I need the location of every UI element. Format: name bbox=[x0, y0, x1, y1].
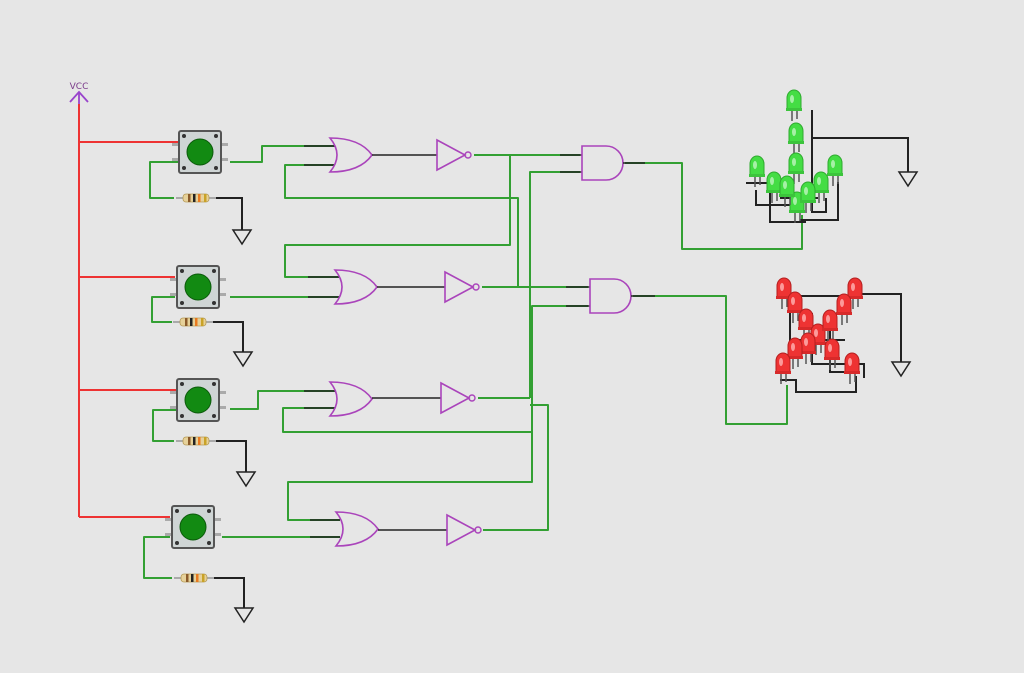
ground-wires bbox=[212, 137, 909, 608]
or-gate-1[interactable] bbox=[304, 137, 437, 173]
ground-icon bbox=[898, 171, 918, 187]
pushbutton-1[interactable] bbox=[171, 130, 229, 174]
red-led bbox=[843, 352, 861, 385]
vcc-label: VCC bbox=[70, 82, 89, 92]
not-gate-3[interactable] bbox=[440, 382, 476, 414]
not-gate-4[interactable] bbox=[446, 514, 482, 546]
not-gate-2[interactable] bbox=[444, 271, 480, 303]
red-led bbox=[835, 293, 853, 326]
ground-icon bbox=[891, 361, 911, 377]
or-gate-2[interactable] bbox=[308, 269, 445, 305]
green-led bbox=[826, 154, 844, 187]
ground-icon bbox=[232, 229, 252, 245]
green-led bbox=[787, 122, 805, 155]
or-gate-4[interactable] bbox=[310, 511, 447, 547]
red-led bbox=[823, 338, 841, 371]
pushbutton-3[interactable] bbox=[169, 378, 227, 422]
pushbutton-4[interactable] bbox=[164, 505, 222, 549]
resistor-1[interactable] bbox=[175, 193, 217, 203]
resistor-4[interactable] bbox=[173, 573, 215, 583]
pushbutton-2[interactable] bbox=[169, 265, 227, 309]
resistor-3[interactable] bbox=[175, 436, 217, 446]
red-led-array[interactable] bbox=[774, 277, 865, 393]
power-wires bbox=[78, 104, 178, 518]
or-gate-3[interactable] bbox=[304, 381, 441, 417]
green-led-array[interactable] bbox=[746, 89, 844, 224]
and-gate-2[interactable] bbox=[566, 278, 655, 314]
ground-icon bbox=[234, 607, 254, 623]
ground-icon bbox=[236, 471, 256, 487]
vcc-terminal[interactable]: VCC bbox=[69, 82, 89, 104]
green-led bbox=[785, 89, 803, 122]
and-gate-1[interactable] bbox=[560, 145, 645, 181]
not-gate-1[interactable] bbox=[436, 139, 472, 171]
ground-icon bbox=[233, 351, 253, 367]
resistor-2[interactable] bbox=[172, 317, 214, 327]
